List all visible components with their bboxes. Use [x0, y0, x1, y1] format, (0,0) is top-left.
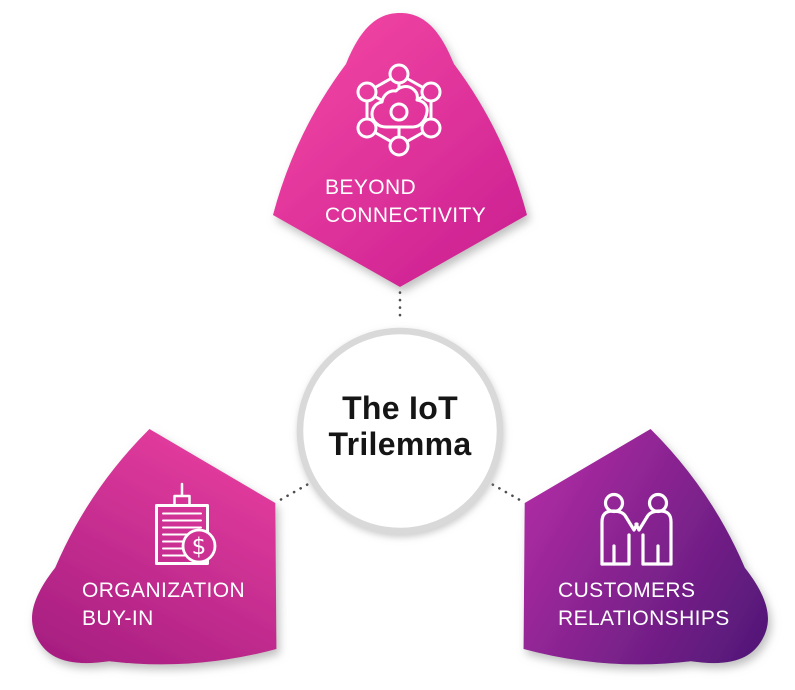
center-title-line2: Trilemma: [328, 426, 472, 462]
label-line: CUSTOMERS: [558, 579, 696, 602]
customers-relationships-label: CUSTOMERS RELATIONSHIPS: [558, 577, 730, 632]
iot-network-cloud-icon: [356, 63, 442, 157]
building-dollar-icon: $: [155, 482, 217, 565]
people-handshake-icon: [600, 492, 673, 566]
dollar-sign: $: [192, 534, 207, 560]
label-line: ORGANIZATION: [82, 579, 246, 602]
label-line: BUY-IN: [82, 606, 154, 630]
label-line: CONNECTIVITY: [325, 203, 487, 227]
connector-bottom-right: [491, 483, 521, 501]
customers-relationships-shape: [523, 429, 768, 665]
organization-buy-in-label: ORGANIZATION BUY-IN: [82, 577, 245, 632]
connector-bottom-left: [279, 483, 309, 501]
center-title-line1: The IoT: [342, 390, 458, 426]
center-title: The IoT Trilemma: [300, 390, 500, 462]
label-line: BEYOND: [325, 176, 417, 199]
organization-buy-in-shape: [32, 429, 277, 665]
label-line: RELATIONSHIPS: [558, 606, 730, 630]
center-circle: [296, 327, 504, 535]
beyond-connectivity-label: BEYOND CONNECTIVITY: [325, 174, 486, 229]
